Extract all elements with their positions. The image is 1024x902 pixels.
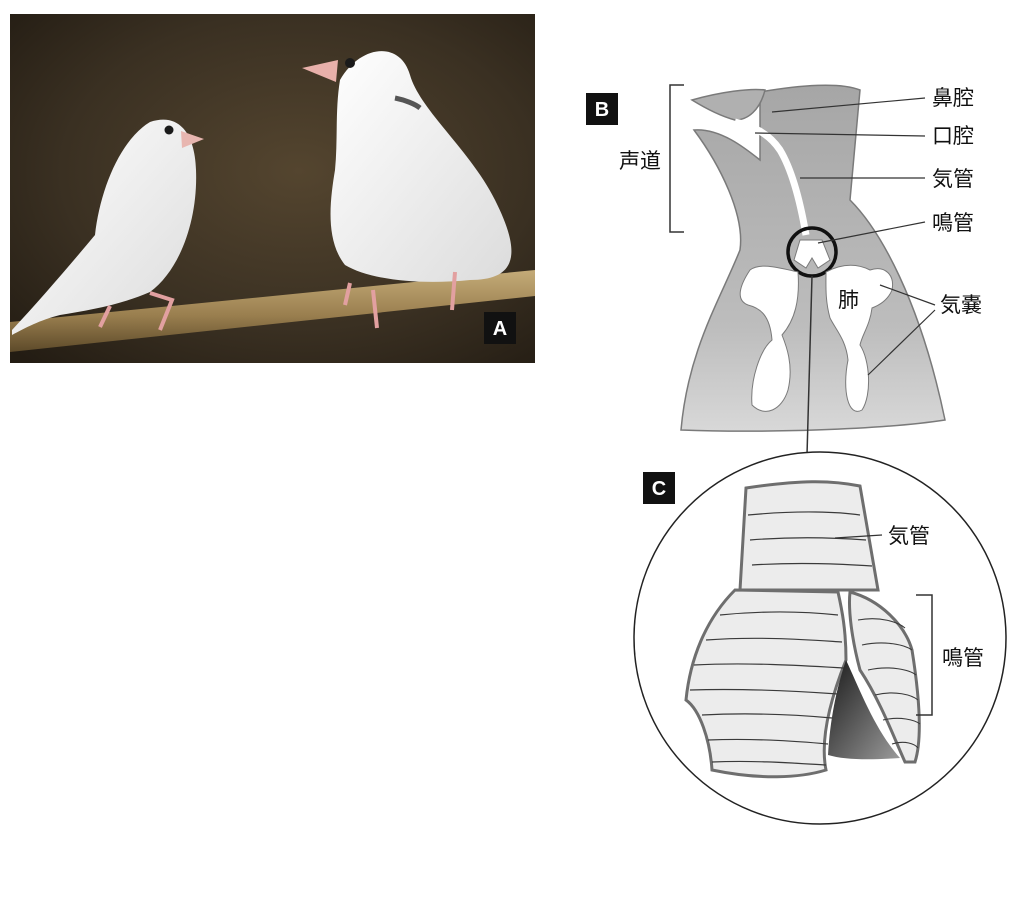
right-lung-air-sac	[825, 264, 894, 412]
panel-label-box-a	[484, 312, 516, 344]
panel-label-c: C	[652, 478, 666, 500]
label-lung: 肺	[838, 288, 859, 312]
perch-branch	[10, 270, 535, 352]
syrinx-magnified: C 気	[633, 451, 1007, 825]
vocal-tract-diagram: B 声道 鼻腔 口腔 気管 鳴管 肺 気嚢	[586, 84, 982, 432]
leader-oral	[754, 132, 926, 137]
panel-label-a: A	[493, 318, 507, 340]
left-bronchus	[684, 588, 848, 779]
label-vocal-tract: 声道	[619, 149, 661, 173]
label-air-sac: 気嚢	[940, 293, 982, 317]
panel-label-b: B	[595, 99, 609, 121]
label-nasal-cavity: 鼻腔	[932, 86, 974, 110]
vocal-tract-bracket	[669, 84, 684, 233]
airway-path	[734, 118, 810, 236]
leader-air-sac-2	[867, 309, 936, 376]
photo-panel: A	[10, 14, 535, 363]
panel-label-box-b	[586, 93, 618, 125]
label-trachea: 気管	[932, 167, 974, 191]
label-oral-cavity: 口腔	[932, 124, 974, 148]
leader-syrinx	[817, 221, 926, 244]
zoom-connector	[806, 275, 813, 456]
syrinx-opening-shadow	[828, 660, 900, 760]
label-c-trachea: 気管	[888, 524, 930, 548]
syrinx-bracket	[916, 594, 933, 716]
leader-c-trachea	[834, 534, 883, 539]
right-bird	[302, 51, 512, 329]
leader-nasal	[771, 97, 926, 113]
panel-label-box-c	[643, 472, 675, 504]
right-bronchus	[848, 590, 921, 764]
trachea-tube	[738, 480, 880, 592]
leader-air-sac-1	[879, 284, 936, 306]
syrinx-shape	[793, 239, 831, 269]
label-c-syrinx: 鳴管	[942, 646, 984, 670]
left-lung-air-sac	[739, 265, 799, 412]
label-syrinx: 鳴管	[932, 211, 974, 235]
nasal-cavity-shape	[690, 88, 766, 121]
left-bird	[12, 119, 204, 335]
